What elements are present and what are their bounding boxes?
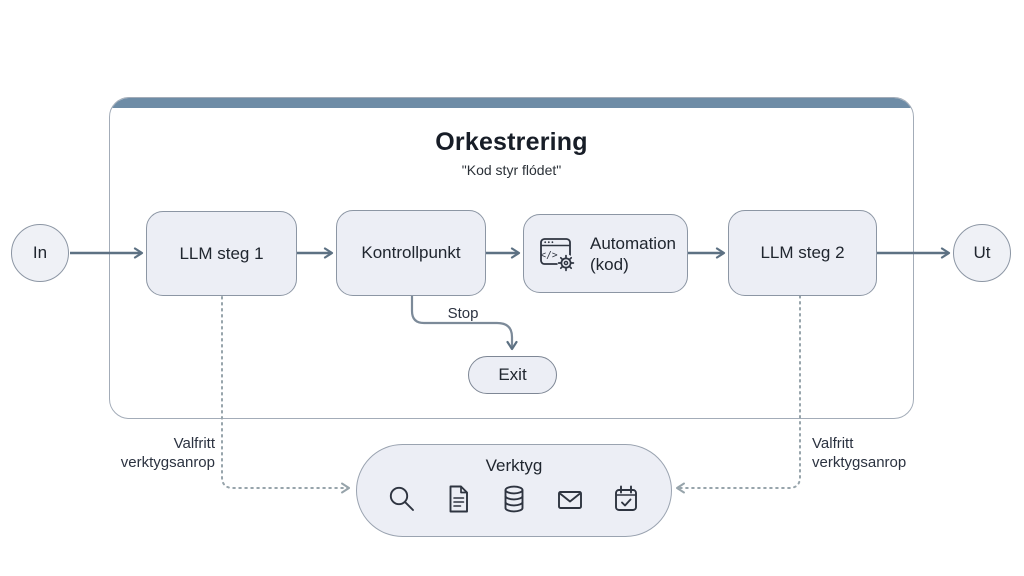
node-exit: Exit — [468, 356, 557, 394]
diagram-title: Orkestrering — [435, 128, 588, 156]
node-automation-label-line1: Automation — [590, 233, 676, 253]
node-automation-label-line2: (kod) — [590, 254, 629, 274]
code-glyph: </> — [540, 250, 557, 261]
stop-edge-label: Stop — [447, 305, 479, 322]
diagram-subtitle: "Kod styr flódet" — [461, 162, 562, 178]
node-input: In — [11, 224, 69, 282]
node-llm-step-2: LLM steg 2 — [728, 210, 877, 296]
node-automation: </> Automation (kod) — [523, 214, 688, 293]
calendar-check-icon — [615, 485, 637, 511]
node-checkpoint-label: Kontrollpunkt — [361, 243, 461, 262]
node-tools: Verktyg — [356, 444, 672, 537]
node-output-label: Ut — [973, 243, 991, 262]
node-output: Ut — [953, 224, 1011, 282]
right-tool-call-line2: verktygsanrop — [812, 454, 907, 471]
tools-title: Verktyg — [485, 456, 543, 475]
right-tool-call-label: Valfritt verktygsanrop — [812, 434, 932, 472]
mail-icon — [558, 491, 582, 509]
node-exit-label: Exit — [498, 365, 527, 384]
right-tool-call-line1: Valfritt — [812, 435, 854, 452]
search-icon — [389, 486, 414, 511]
left-tool-call-line2: verktygsanrop — [120, 454, 215, 471]
container-top-bar — [110, 98, 913, 108]
document-icon — [449, 485, 468, 513]
left-tool-call-label: Valfritt verktygsanrop — [105, 434, 215, 472]
tools-icon-row — [386, 483, 642, 515]
database-icon — [504, 485, 524, 513]
node-llm-step-1-label: LLM steg 1 — [179, 243, 264, 263]
node-llm-step-1: LLM steg 1 — [146, 211, 297, 296]
left-tool-call-line1: Valfritt — [173, 435, 215, 452]
node-checkpoint: Kontrollpunkt — [336, 210, 486, 296]
node-llm-step-2-label: LLM steg 2 — [760, 243, 845, 262]
code-window-gear-icon: </> — [540, 237, 575, 272]
node-input-label: In — [32, 243, 48, 262]
